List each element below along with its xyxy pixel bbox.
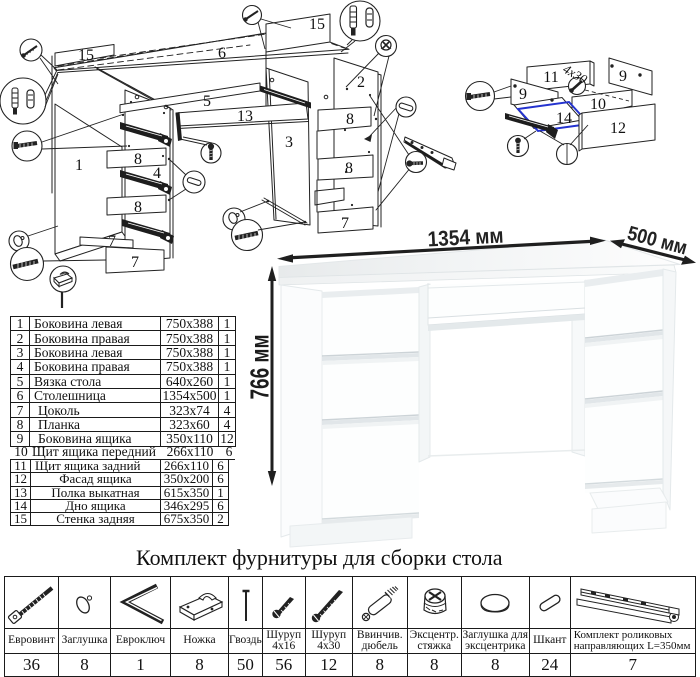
svg-text:7: 7: [341, 215, 349, 232]
svg-text:8: 8: [346, 111, 354, 128]
svg-text:1: 1: [75, 157, 83, 174]
svg-text:12: 12: [610, 120, 626, 137]
svg-text:7: 7: [131, 254, 139, 271]
svg-text:2: 2: [357, 74, 365, 91]
svg-text:13: 13: [237, 108, 253, 125]
svg-text:15: 15: [309, 16, 325, 33]
svg-text:8: 8: [345, 160, 353, 177]
svg-text:766 мм: 766 мм: [244, 335, 274, 400]
svg-text:10: 10: [590, 96, 606, 113]
svg-text:3: 3: [285, 134, 293, 151]
svg-text:14: 14: [556, 110, 572, 127]
svg-text:1354 мм: 1354 мм: [427, 224, 504, 252]
svg-text:11: 11: [543, 69, 558, 86]
svg-text:5: 5: [203, 93, 211, 110]
svg-text:9: 9: [619, 68, 627, 85]
svg-text:8: 8: [134, 151, 142, 168]
svg-text:7: 7: [108, 233, 116, 250]
svg-text:6: 6: [218, 45, 226, 62]
svg-text:8: 8: [134, 199, 142, 216]
svg-text:9: 9: [519, 86, 527, 103]
svg-text:4: 4: [153, 165, 161, 182]
svg-text:15: 15: [78, 47, 94, 64]
